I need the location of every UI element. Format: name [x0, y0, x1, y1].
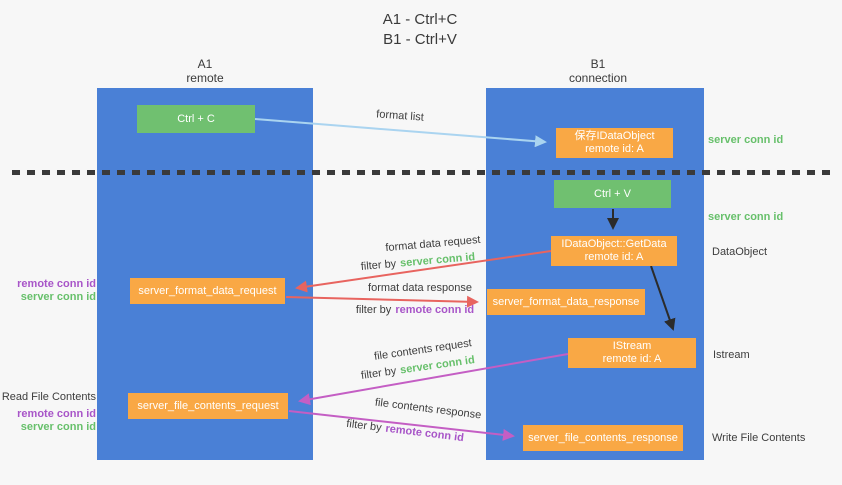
node-idataobject-getdata: IDataObject::GetData remote id: A [551, 236, 677, 266]
filter-by-text: filter by [345, 417, 383, 435]
right-column-role: connection [568, 71, 628, 85]
remote-conn-id-text: remote conn id [395, 304, 475, 316]
node-ctrl-c: Ctrl + C [137, 105, 255, 133]
annotation-dataobject: DataObject [712, 246, 767, 259]
title-line-2: B1 - Ctrl+V [383, 31, 457, 48]
right-column-header: B1 connection [543, 57, 653, 85]
label-format-list-text: format list [375, 108, 425, 124]
node-ctrl-c-label: Ctrl + C [177, 112, 215, 125]
label-format-data-response-text: format data response [368, 282, 472, 294]
annotation-text: server conn id [20, 291, 96, 303]
diagram-title: A1 - Ctrl+C B1 - Ctrl+V [330, 10, 510, 50]
node-file-request-label: server_file_contents_request [137, 399, 279, 412]
node-server-file-contents-response: server_file_contents_response [523, 425, 683, 451]
left-column-role: remote [186, 71, 224, 85]
annotation-text: DataObject [712, 246, 768, 258]
node-file-response-label: server_file_contents_response [528, 431, 678, 444]
annotation-text: server conn id [708, 134, 784, 146]
node-server-format-data-request: server_format_data_request [130, 278, 285, 304]
dashed-separator [12, 170, 832, 175]
node-format-request-label: server_format_data_request [138, 284, 277, 297]
server-conn-id-text: server conn id [399, 251, 476, 270]
filter-by-text: filter by [360, 365, 398, 382]
remote-conn-id-text: remote conn id [384, 422, 465, 445]
annotation-text: Write File Contents [712, 432, 806, 444]
node-save-idataobject: 保存IDataObject remote id: A [556, 128, 673, 158]
node-server-file-contents-request: server_file_contents_request [128, 393, 288, 419]
annotation-server-conn-id-top-right: server conn id [708, 134, 783, 147]
annotation-server-conn-id-bottom-left: server conn id [0, 421, 96, 434]
annotation-text: Istream [713, 349, 750, 361]
annotation-text: remote conn id [17, 408, 96, 420]
filter-by-text: filter by [360, 257, 397, 273]
title-line-1: A1 - Ctrl+C [382, 11, 458, 28]
node-istream-line1: IStream [612, 340, 652, 352]
node-ctrl-v: Ctrl + V [554, 180, 671, 208]
node-istream: IStream remote id: A [568, 338, 696, 368]
annotation-write-file-contents: Write File Contents [712, 432, 805, 445]
arrow-format-data-response [285, 295, 479, 308]
annotation-server-conn-id-mid-right: server conn id [708, 211, 783, 224]
node-ctrl-v-label: Ctrl + V [594, 187, 631, 200]
label-file-contents-response-text: file contents response [374, 396, 482, 422]
filter-by-text: filter by [355, 304, 392, 316]
node-format-response-label: server_format_data_response [492, 295, 640, 308]
label-format-list: format list [340, 106, 461, 127]
label-format-data-response: format data response [355, 282, 485, 295]
annotation-text: server conn id [20, 421, 96, 433]
left-column-header: A1 remote [150, 57, 260, 85]
left-column-name: A1 [197, 57, 213, 71]
node-server-format-data-response: server_format_data_response [487, 289, 645, 315]
annotation-server-conn-id-top-left: server conn id [0, 291, 96, 304]
annotation-remote-conn-id-bottom-left: remote conn id [0, 408, 96, 421]
node-save-idataobject-line2: remote id: A [585, 143, 644, 155]
annotation-istream: Istream [713, 349, 750, 362]
label-file-contents-response: file contents response [363, 395, 494, 424]
annotation-remote-conn-id-top-left: remote conn id [0, 278, 96, 291]
annotation-text: remote conn id [17, 278, 96, 290]
annotation-text: server conn id [708, 211, 784, 223]
node-save-idataobject-line1: 保存IDataObject [574, 130, 655, 142]
node-getdata-line1: IDataObject::GetData [561, 238, 667, 250]
annotation-read-file-contents: Read File Contents [0, 391, 96, 404]
node-istream-line2: remote id: A [602, 353, 662, 365]
node-getdata-line2: remote id: A [584, 251, 644, 263]
annotation-text: Read File Contents [1, 391, 96, 403]
right-column-name: B1 [590, 57, 606, 71]
